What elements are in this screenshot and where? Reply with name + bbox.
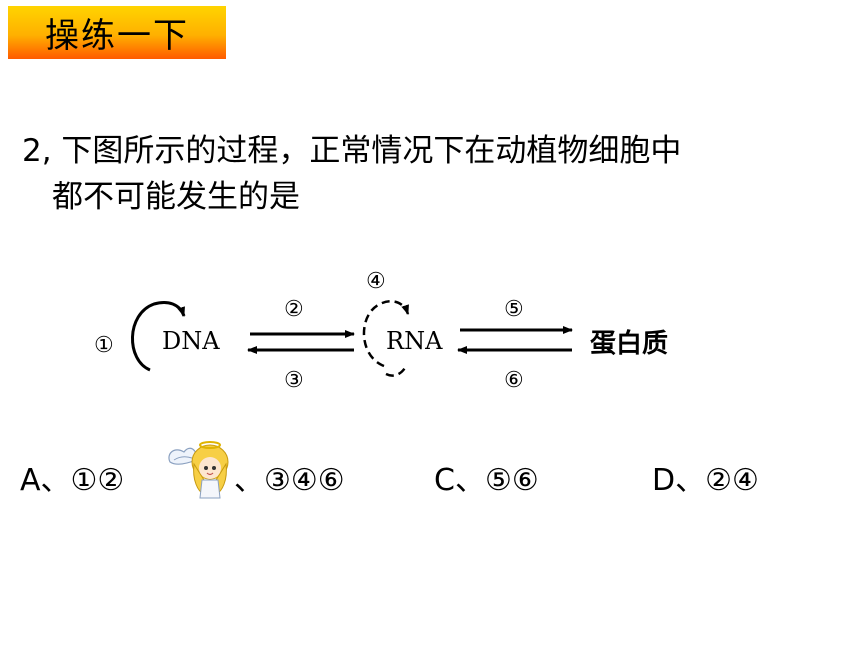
page-title: 操练一下: [45, 16, 189, 56]
option-a[interactable]: A、①②: [20, 463, 125, 498]
label-circled-1: ①: [94, 333, 114, 358]
question-line-1: 2, 下图所示的过程，正常情况下在动植物细胞中: [22, 133, 682, 169]
title-banner: 操练一下: [8, 6, 226, 59]
label-circled-3: ③: [284, 368, 304, 393]
question-line-2: 都不可能发生的是: [52, 179, 300, 215]
dna-label: DNA: [162, 327, 220, 355]
label-circled-6: ⑥: [504, 368, 524, 393]
question-text: 2, 下图所示的过程，正常情况下在动植物细胞中 都不可能发生的是: [22, 128, 842, 220]
option-d[interactable]: D、②④: [652, 463, 759, 498]
answer-options: A、①② 、③④⑥ C、⑤⑥ D、②④: [20, 455, 840, 498]
label-circled-4: ④: [366, 269, 386, 294]
dna-replication-arrow: [131, 301, 186, 372]
central-dogma-diagram: ① DNA ② ③ ④ RNA ⑤ ⑥ 蛋白质: [94, 269, 668, 393]
label-circled-2: ②: [284, 297, 304, 322]
protein-label: 蛋白质: [590, 328, 668, 359]
option-b[interactable]: 、③④⑥: [234, 463, 345, 498]
label-circled-5: ⑤: [504, 297, 524, 322]
rna-label: RNA: [386, 327, 443, 355]
rna-loop-tail: [385, 365, 408, 377]
option-c[interactable]: C、⑤⑥: [434, 463, 539, 498]
angel-mascot-icon: [168, 441, 229, 499]
rna-replication-arrow: [362, 300, 410, 368]
